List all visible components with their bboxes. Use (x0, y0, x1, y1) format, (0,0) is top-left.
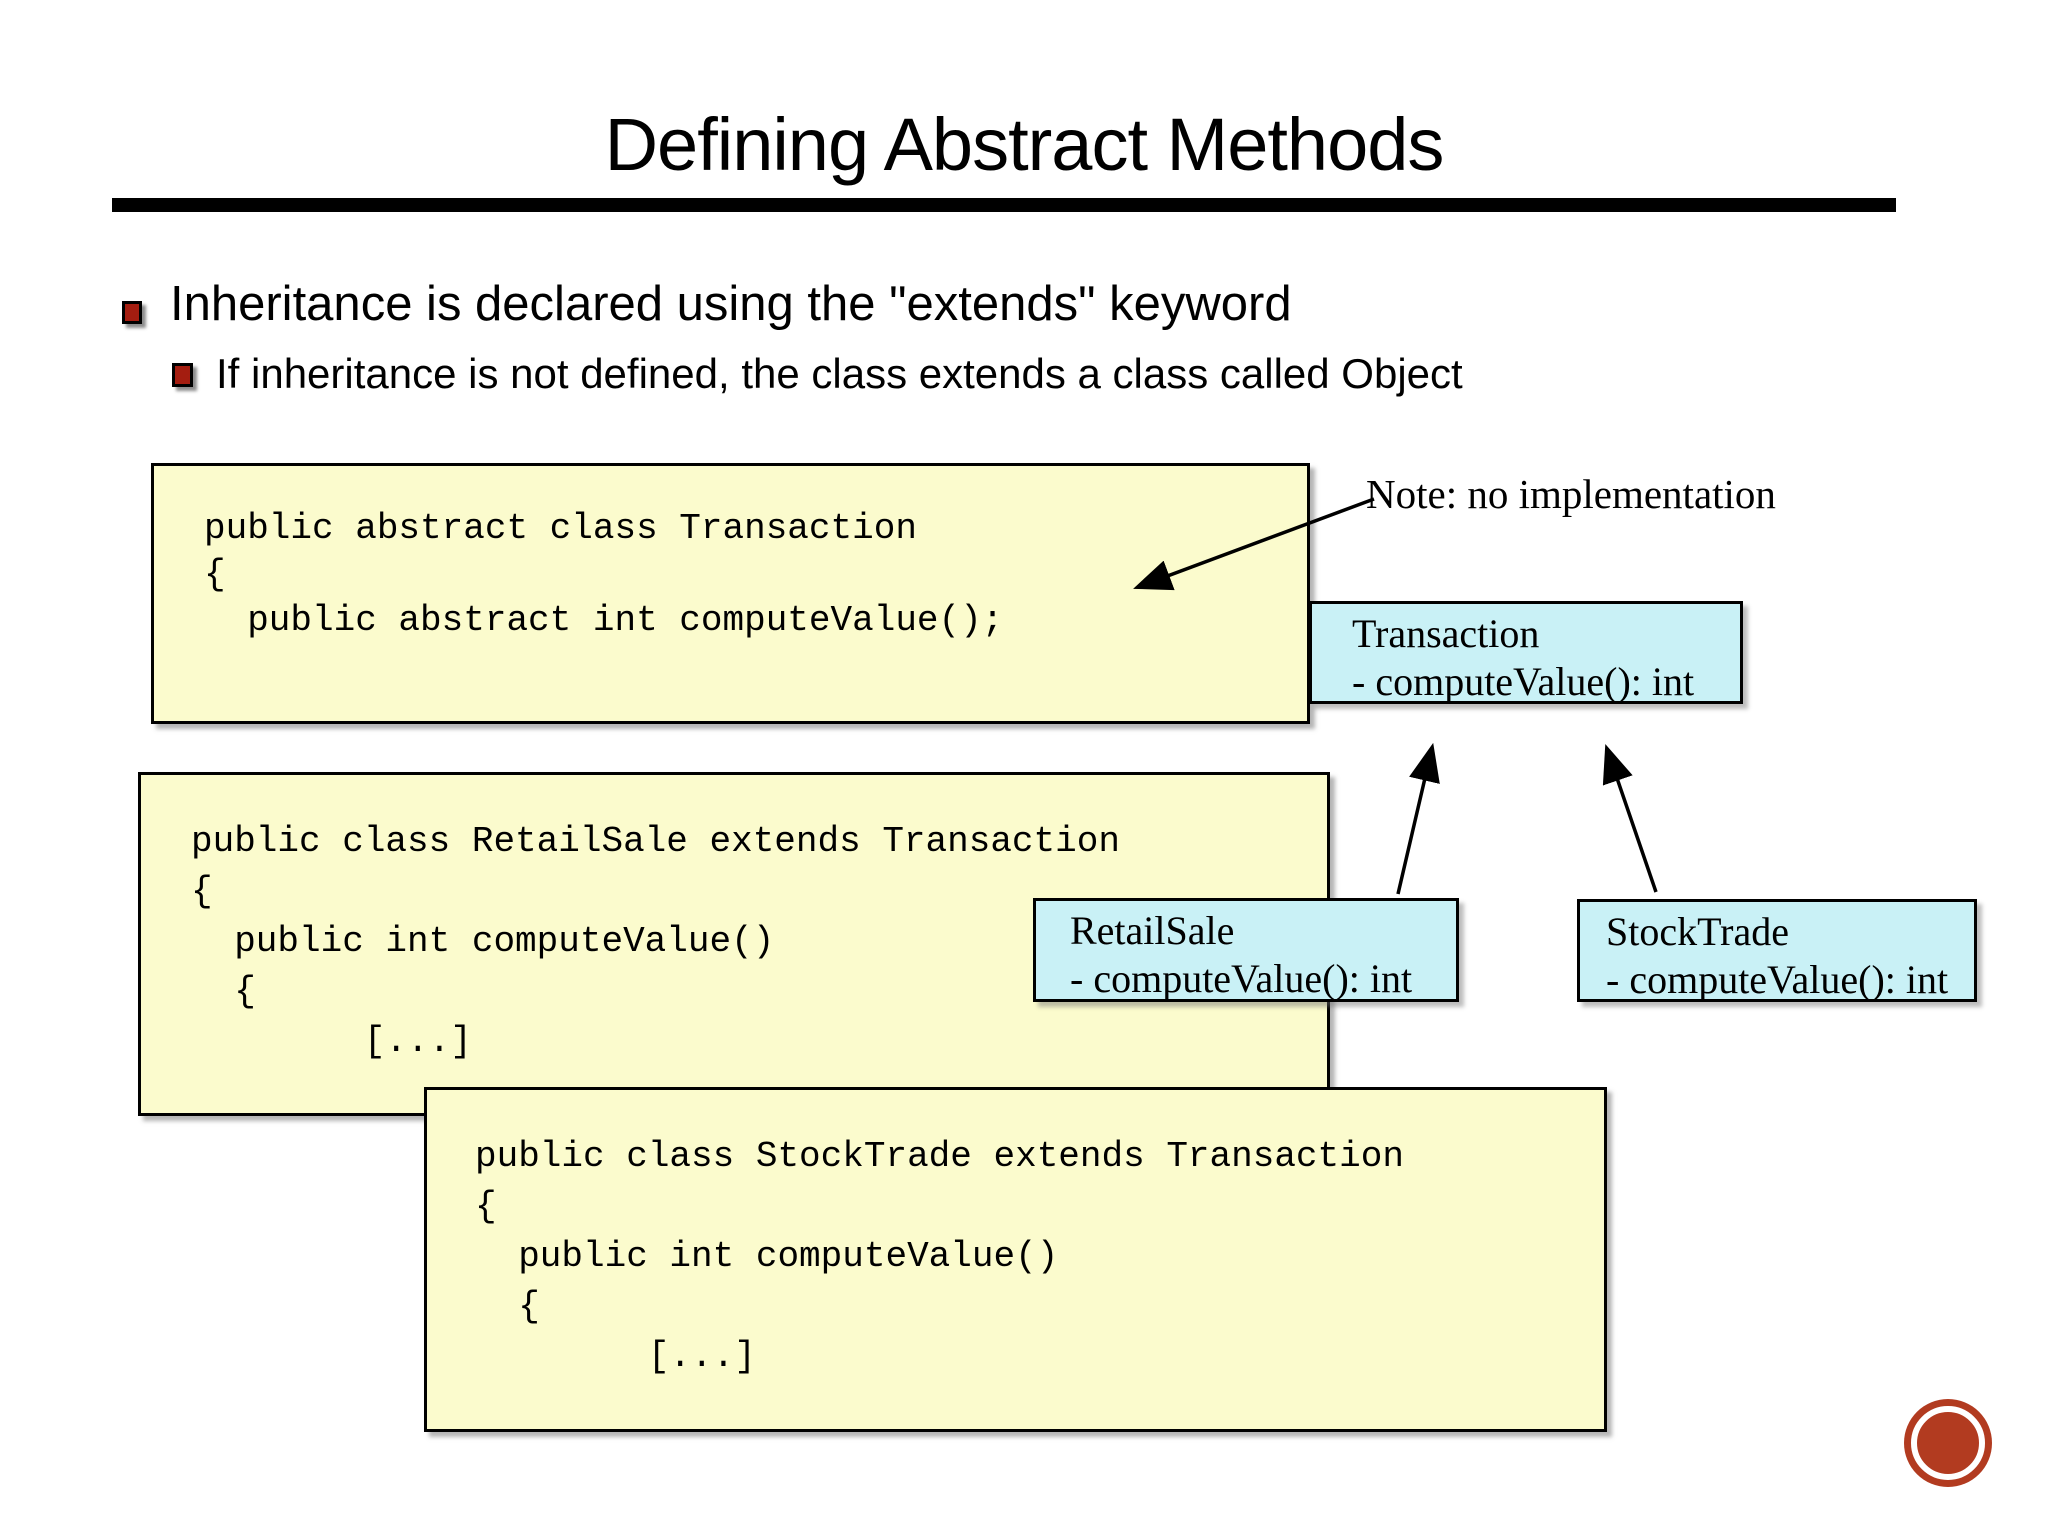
bullet-main-text: Inheritance is declared using the "exten… (170, 277, 1292, 331)
uml-box-retailsale: RetailSale - computeValue(): int (1033, 898, 1459, 1002)
code-box-stocktrade: public class StockTrade extends Transact… (424, 1087, 1607, 1432)
bullet-sub-text: If inheritance is not defined, the class… (216, 350, 1463, 397)
uml-class-name: Transaction (1352, 611, 1540, 656)
logo-ring (1911, 1406, 1985, 1480)
bullet-square-icon (122, 301, 142, 324)
stocktrade-inheritance-arrow (1602, 744, 1658, 893)
uml-class-name: RetailSale (1070, 908, 1235, 953)
uml-class-name: StockTrade (1606, 909, 1789, 954)
uml-class-member: - computeValue(): int (1606, 957, 1949, 1002)
uml-class-member: - computeValue(): int (1070, 956, 1413, 1001)
uml-box-transaction: Transaction - computeValue(): int (1309, 601, 1743, 704)
sub-bullet-square-icon (172, 363, 193, 387)
logo-circle (1904, 1399, 1992, 1487)
title-rule (112, 198, 1896, 212)
code-box-transaction: public abstract class Transaction { publ… (151, 463, 1310, 724)
note-label: Note: no implementation (1366, 471, 1776, 517)
page-title: Defining Abstract Methods (604, 103, 1445, 186)
uml-class-member: - computeValue(): int (1352, 659, 1695, 704)
uml-box-stocktrade: StockTrade - computeValue(): int (1577, 899, 1977, 1002)
retailsale-inheritance-arrow (1396, 742, 1440, 895)
